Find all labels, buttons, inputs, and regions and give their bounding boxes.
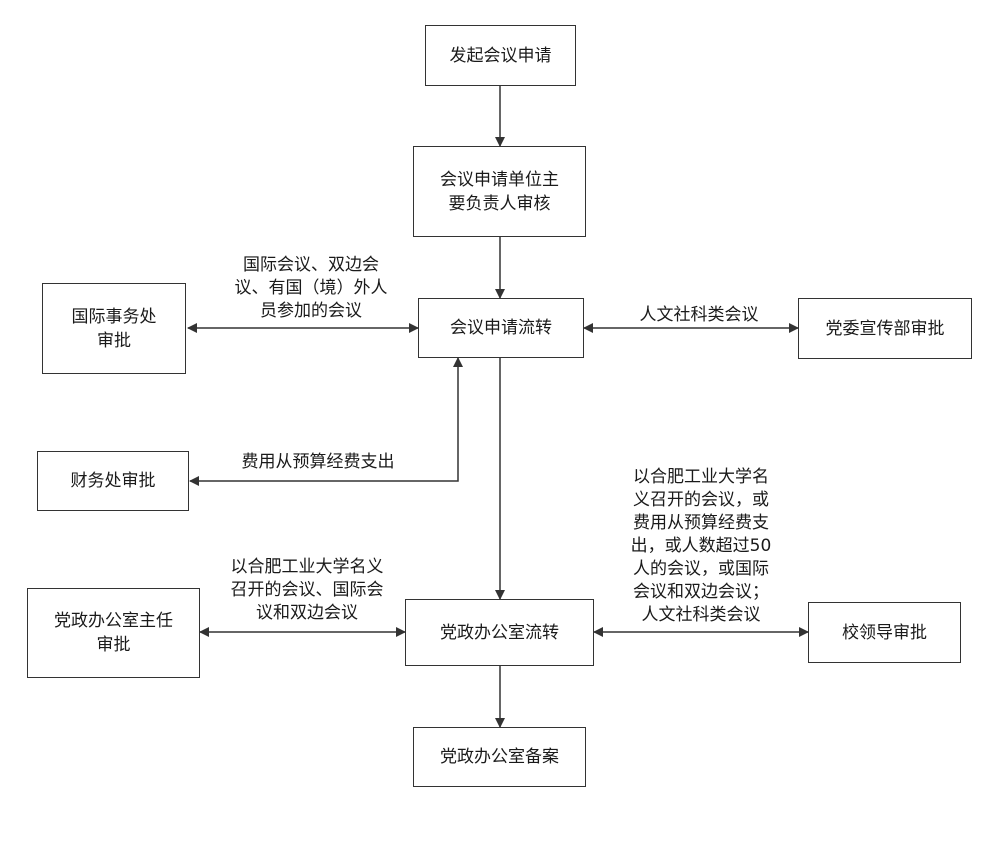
node-finance: 财务处审批: [37, 451, 189, 511]
edge-label-to-intl: 国际会议、双边会 议、有国（境）外人 员参加的会议: [221, 254, 401, 323]
node-propaganda: 党委宣传部审批: [798, 298, 972, 359]
edge-label-to-propaganda: 人文社科类会议: [624, 304, 774, 327]
node-office-director: 党政办公室主任 审批: [27, 588, 200, 678]
edge-label-from-finance: 费用从预算经费支出: [222, 451, 414, 474]
node-office-record: 党政办公室备案: [413, 727, 586, 787]
edge-label-to-director: 以合肥工业大学名义 召开的会议、国际会 议和双边会议: [212, 556, 402, 625]
edge-finance-apply-circulate: [189, 357, 463, 486]
node-office-circulate: 党政办公室流转: [405, 599, 594, 666]
node-unit-review: 会议申请单位主 要负责人审核: [413, 146, 586, 237]
node-intl-office: 国际事务处 审批: [42, 283, 186, 374]
node-apply-circulate: 会议申请流转: [418, 298, 584, 358]
node-initiate: 发起会议申请: [425, 25, 576, 86]
node-school-leader: 校领导审批: [808, 602, 961, 663]
edge-label-to-leader: 以合肥工业大学名 义召开的会议，或 费用从预算经费支 出，或人数超过50 人的会…: [616, 466, 786, 627]
